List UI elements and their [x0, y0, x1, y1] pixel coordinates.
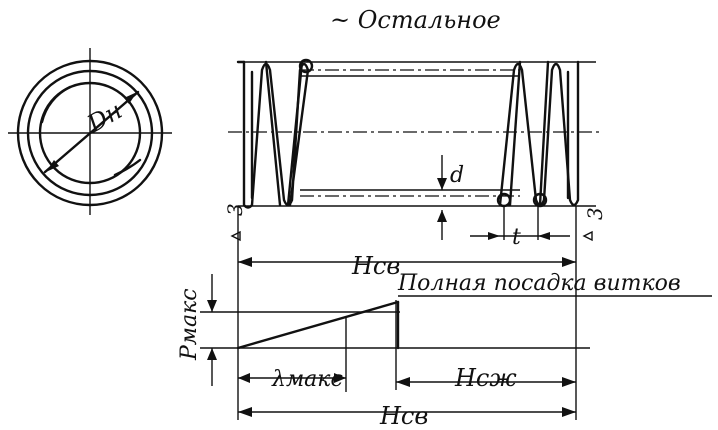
- solid-height-label: Нсж: [454, 364, 517, 392]
- wire-diameter-label: d: [450, 163, 464, 188]
- roughness-note: ~ Остальное: [330, 6, 501, 34]
- ground-mark-left: 3: [223, 203, 247, 242]
- spring-end-view: Dн: [8, 48, 172, 215]
- force-max-label: Рмакс: [177, 288, 202, 361]
- free-height-top-label: Нсв: [351, 252, 400, 280]
- deflection-max-label: λмакс: [271, 367, 343, 392]
- outer-diameter-label: Dн: [82, 96, 127, 138]
- spring-side-view: d t 3 3: [223, 58, 607, 420]
- full-set-label: Полная посадка витков: [397, 271, 681, 296]
- ground-mark-right: 3: [582, 207, 607, 242]
- force-deflection-graph: Рмакс Полная посадка витков λмакс Нсж Нс…: [177, 271, 712, 430]
- svg-text:3: 3: [583, 207, 607, 220]
- svg-text:3: 3: [223, 203, 247, 216]
- free-height-bottom-label: Нсв: [379, 402, 428, 430]
- pitch-label: t: [512, 225, 521, 250]
- free-height-dimension-top: Нсв: [238, 252, 576, 280]
